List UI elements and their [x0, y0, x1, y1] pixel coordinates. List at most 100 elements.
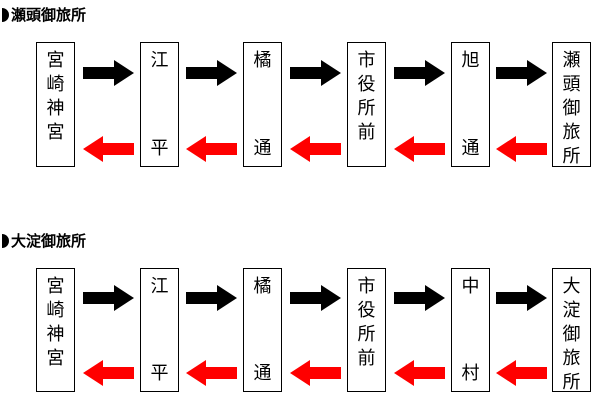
right-arrow-icon-shape	[186, 60, 237, 86]
stop-label-bottom: 通	[462, 137, 480, 161]
stop-label-top: 市役所前	[358, 49, 376, 145]
right-arrow-icon	[186, 60, 237, 86]
stop-label-top: 旭	[462, 49, 480, 73]
right-arrow-icon-shape	[394, 60, 445, 86]
stop-char: 役	[357, 300, 376, 321]
section-title-text: 大淀御旅所	[11, 232, 87, 250]
left-arrow-icon-shape	[83, 360, 134, 386]
section-title: 大淀御旅所	[2, 230, 86, 252]
stop-char: 旅	[562, 348, 581, 369]
left-arrow-icon-shape	[496, 360, 547, 386]
stop-char: 宮	[46, 122, 65, 143]
stop-box: 市役所前	[347, 42, 386, 167]
left-arrow-icon-shape	[496, 136, 547, 162]
stop-label-top: 橘	[254, 49, 272, 73]
stop-char: 崎	[46, 74, 65, 95]
stop-char: 所	[357, 324, 376, 345]
stop-char: 前	[357, 348, 376, 369]
stop-box: 江平	[140, 268, 179, 392]
stop-label-top: 市役所前	[358, 275, 376, 371]
stop-box: 旭通	[451, 42, 490, 167]
right-arrow-icon	[290, 60, 341, 86]
stop-char: 通	[253, 363, 272, 384]
right-arrow-icon	[496, 60, 547, 86]
stop-label-bottom: 村	[462, 362, 480, 386]
left-arrow-icon	[290, 360, 341, 386]
stop-char: 橘	[253, 276, 272, 297]
stop-char: 通	[253, 138, 272, 159]
stop-box: 橘通	[243, 268, 282, 392]
stop-char: 役	[357, 74, 376, 95]
bullet-icon	[2, 8, 9, 22]
left-arrow-icon	[186, 136, 237, 162]
left-arrow-icon-shape	[394, 360, 445, 386]
stop-label-top: 橘	[254, 275, 272, 299]
right-arrow-icon-shape	[394, 285, 445, 311]
stop-label-bottom: 通	[254, 137, 272, 161]
stop-label-bottom: 平	[151, 137, 169, 161]
left-arrow-icon-shape	[186, 360, 237, 386]
stop-label-bottom: 平	[151, 362, 169, 386]
stop-char: 大	[562, 276, 581, 297]
right-arrow-icon-shape	[83, 60, 134, 86]
stop-box: 中村	[451, 268, 490, 392]
stop-label-top: 宮崎神宮	[47, 275, 65, 371]
stop-box: 瀬頭御旅所	[552, 42, 591, 167]
stop-char: 所	[562, 372, 581, 393]
stop-char: 淀	[562, 300, 581, 321]
right-arrow-icon	[496, 285, 547, 311]
stop-char: 御	[562, 98, 581, 119]
right-arrow-icon-shape	[186, 285, 237, 311]
stop-char: 所	[357, 98, 376, 119]
stop-label-top: 瀬頭御旅所	[563, 49, 581, 169]
right-arrow-icon-shape	[496, 60, 547, 86]
right-arrow-icon-shape	[496, 285, 547, 311]
left-arrow-icon	[496, 136, 547, 162]
stop-char: 神	[46, 324, 65, 345]
stop-box: 宮崎神宮	[36, 42, 75, 167]
stop-label-top: 大淀御旅所	[563, 275, 581, 395]
stop-char: 瀬	[562, 50, 581, 71]
stop-char: 旅	[562, 122, 581, 143]
left-arrow-icon-shape	[83, 136, 134, 162]
left-arrow-icon	[496, 360, 547, 386]
right-arrow-icon-shape	[290, 285, 341, 311]
left-arrow-icon	[290, 136, 341, 162]
stop-char: 平	[150, 138, 169, 159]
left-arrow-icon-shape	[290, 360, 341, 386]
stop-char: 宮	[46, 276, 65, 297]
stop-box: 大淀御旅所	[552, 268, 591, 395]
stop-char: 市	[357, 276, 376, 297]
stop-box: 橘通	[243, 42, 282, 167]
left-arrow-icon-shape	[186, 136, 237, 162]
stop-char: 平	[150, 363, 169, 384]
stop-char: 頭	[562, 74, 581, 95]
stop-char: 旭	[461, 50, 480, 71]
stop-char: 江	[150, 276, 169, 297]
stop-char: 御	[562, 324, 581, 345]
section-title: 瀬頭御旅所	[2, 4, 86, 26]
right-arrow-icon-shape	[83, 285, 134, 311]
right-arrow-icon	[394, 60, 445, 86]
left-arrow-icon	[83, 360, 134, 386]
stop-char: 所	[562, 146, 581, 167]
stop-box: 市役所前	[347, 268, 386, 392]
left-arrow-icon	[83, 136, 134, 162]
stop-char: 橘	[253, 50, 272, 71]
bullet-icon	[2, 234, 9, 248]
right-arrow-icon	[83, 60, 134, 86]
stop-box: 江平	[140, 42, 179, 167]
stop-label-bottom: 通	[254, 362, 272, 386]
stop-char: 崎	[46, 300, 65, 321]
stop-label-top: 中	[462, 275, 480, 299]
stop-char: 通	[461, 138, 480, 159]
stop-char: 宮	[46, 348, 65, 369]
stop-label-top: 宮崎神宮	[47, 49, 65, 145]
stop-char: 神	[46, 98, 65, 119]
stop-box: 宮崎神宮	[36, 268, 75, 392]
left-arrow-icon-shape	[290, 136, 341, 162]
right-arrow-icon	[290, 285, 341, 311]
stop-char: 市	[357, 50, 376, 71]
section-title-text: 瀬頭御旅所	[11, 6, 87, 24]
stop-char: 前	[357, 122, 376, 143]
